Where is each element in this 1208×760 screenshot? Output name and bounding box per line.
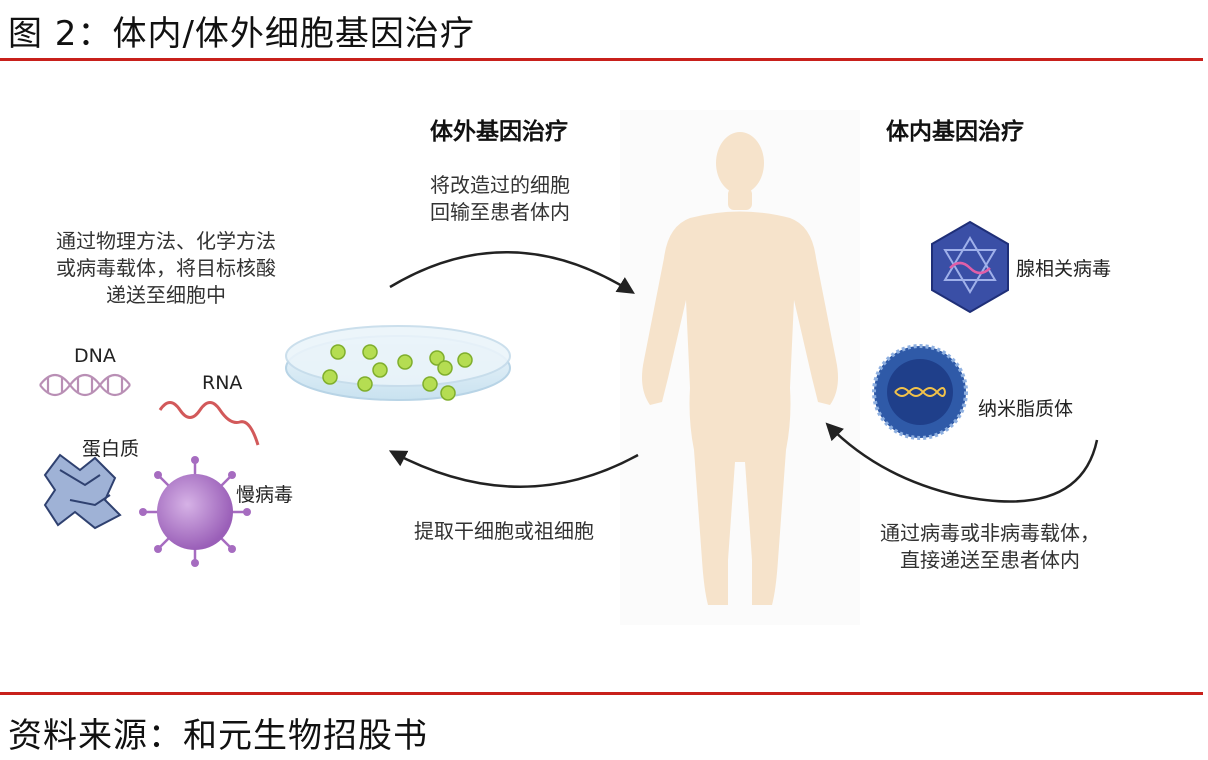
reinfuse-text: 将改造过的细胞 回输至患者体内 bbox=[400, 172, 600, 226]
lentivirus-label: 慢病毒 bbox=[236, 484, 294, 506]
cultured-cells bbox=[322, 344, 473, 401]
in-vivo-line-2: 直接递送至患者体内 bbox=[900, 548, 1080, 572]
ex-vivo-heading: 体外基因治疗 bbox=[430, 119, 568, 145]
arrow-extract bbox=[388, 450, 639, 488]
delivery-methods-text: 通过物理方法、化学方法 或病毒载体，将目标核酸 递送至细胞中 bbox=[20, 228, 312, 309]
human-body-figure bbox=[642, 132, 838, 605]
aav-label: 腺相关病毒 bbox=[1016, 258, 1112, 280]
delivery-line-1: 通过物理方法、化学方法 bbox=[56, 229, 276, 253]
rna-icon bbox=[158, 401, 260, 446]
dna-label: DNA bbox=[74, 345, 116, 367]
lnp-label: 纳米脂质体 bbox=[978, 398, 1074, 420]
reinfuse-line-2: 回输至患者体内 bbox=[430, 200, 570, 224]
in-vivo-line-1: 通过病毒或非病毒载体， bbox=[880, 521, 1100, 545]
figure-title: 图 2：体内/体外细胞基因治疗 bbox=[8, 14, 475, 54]
arrow-in-vivo bbox=[825, 422, 1099, 503]
lnp-icon bbox=[872, 344, 968, 440]
reinfuse-line-1: 将改造过的细胞 bbox=[430, 173, 570, 197]
figure-source: 资料来源：和元生物招股书 bbox=[8, 716, 428, 756]
in-vivo-heading: 体内基因治疗 bbox=[886, 119, 1024, 145]
rna-label: RNA bbox=[202, 372, 243, 394]
in-vivo-delivery-text: 通过病毒或非病毒载体， 直接递送至患者体内 bbox=[860, 520, 1120, 574]
top-rule bbox=[0, 58, 1203, 61]
aav-icon bbox=[931, 220, 1009, 314]
extract-text: 提取干细胞或祖细胞 bbox=[414, 519, 594, 543]
delivery-line-2: 或病毒载体，将目标核酸 bbox=[56, 256, 276, 280]
protein-label: 蛋白质 bbox=[82, 438, 140, 460]
lentivirus-icon bbox=[139, 456, 251, 567]
bottom-rule bbox=[0, 692, 1203, 695]
protein-icon bbox=[43, 453, 122, 530]
dna-icon bbox=[39, 373, 131, 397]
arrow-reinfuse bbox=[389, 250, 635, 294]
delivery-line-3: 递送至细胞中 bbox=[106, 283, 226, 307]
